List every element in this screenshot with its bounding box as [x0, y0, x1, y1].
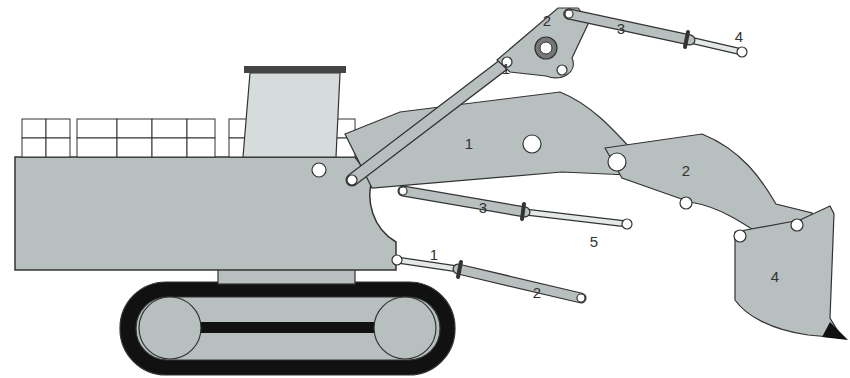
cylinder-rod	[397, 260, 458, 269]
railing-panel	[77, 138, 117, 157]
pivot-hole	[577, 294, 585, 302]
callout-number: 5	[590, 234, 598, 249]
cylinder-barrel-outline	[403, 191, 525, 212]
pivot-hole	[622, 219, 632, 229]
track-wheel	[374, 297, 436, 359]
pivot-hole	[312, 163, 326, 177]
cylinder-barrel	[403, 191, 525, 212]
railing-panel	[187, 138, 215, 157]
railing-panel	[46, 119, 70, 138]
cylinder-collar	[458, 262, 461, 277]
pivot-hole	[734, 230, 746, 242]
bucket	[735, 206, 842, 338]
railing-panel	[77, 119, 117, 138]
callout-number: 2	[543, 13, 551, 28]
cab	[243, 73, 340, 157]
railing-panel	[117, 119, 152, 138]
lower-cylinder	[392, 255, 585, 302]
railing-panel	[152, 138, 187, 157]
cylinder-barrel	[569, 14, 690, 40]
bucket-tooth	[822, 322, 848, 340]
callout-number: 3	[479, 200, 487, 215]
pivot-hole	[737, 47, 747, 57]
cab-roof	[244, 66, 346, 73]
pivot-hole	[565, 10, 573, 18]
pivot-hole	[399, 187, 407, 195]
callout-number: 2	[682, 163, 690, 178]
machine-body	[15, 157, 396, 270]
cylinder-barrel-outline	[458, 269, 581, 298]
railing-panel	[22, 138, 46, 157]
tracks	[120, 282, 455, 375]
callout-number: 3	[617, 21, 625, 36]
callout-number: 2	[533, 285, 541, 300]
crank-pivot	[535, 37, 557, 59]
cylinder-rod	[690, 40, 742, 52]
callout-number: 1	[465, 136, 473, 151]
link-outline	[352, 62, 507, 180]
pivot-hole	[557, 65, 567, 75]
railing-panel	[152, 119, 187, 138]
callout-number: 1	[430, 247, 438, 262]
cylinder-rod	[525, 212, 627, 224]
railing-panel	[46, 138, 70, 157]
cylinder-collar	[522, 204, 524, 219]
upper-cylinder	[565, 10, 747, 57]
pivot-hole	[392, 255, 402, 265]
pivot-hole	[608, 153, 626, 171]
link-bar	[352, 62, 507, 180]
cylinder-collar	[685, 32, 688, 47]
pivot-hole	[791, 219, 803, 231]
pivot-hole	[347, 175, 357, 185]
railing-panel	[187, 119, 215, 138]
track-belt	[120, 282, 455, 375]
cylinder-rod-outline	[690, 40, 742, 52]
track-bar	[170, 322, 405, 333]
railing-panel	[22, 119, 46, 138]
track-wheel	[139, 297, 201, 359]
callout-number: 4	[735, 29, 743, 44]
cylinder-barrel	[458, 269, 581, 298]
pivot-hole	[523, 135, 541, 153]
pivot-hole	[680, 197, 692, 209]
crank-pivot-hole	[540, 42, 552, 54]
cylinder-barrel-outline	[569, 14, 690, 40]
railing-panel	[117, 138, 152, 157]
cylinder-rod-outline	[397, 260, 458, 269]
track-frame	[136, 297, 440, 360]
callout-number: 4	[771, 269, 779, 284]
middle-cylinder	[399, 187, 632, 229]
callout-number: 1	[502, 61, 510, 76]
cylinder-rod-outline	[525, 212, 627, 224]
boom	[345, 92, 632, 188]
